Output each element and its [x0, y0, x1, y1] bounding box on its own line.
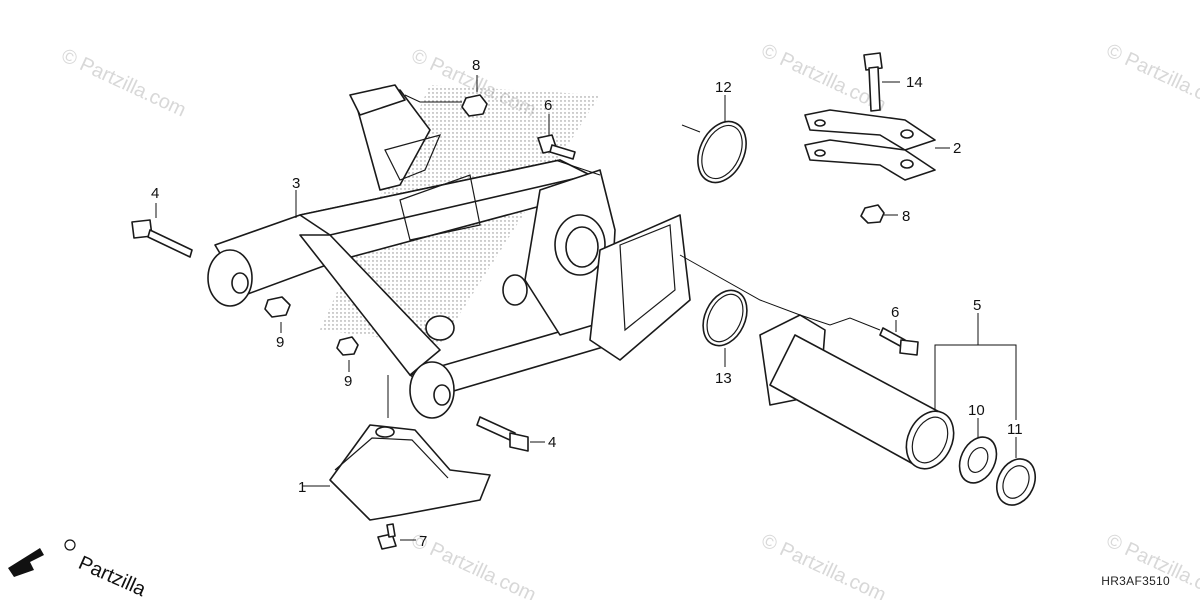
callout-13: 13	[715, 370, 732, 387]
callout-4: 4	[548, 434, 556, 451]
bolt-4-upper	[131, 219, 193, 258]
nut-8-right	[860, 204, 885, 224]
watermark-text: © Partzilla.com	[1103, 40, 1200, 117]
watermark-text: © Partzilla.com	[58, 45, 189, 122]
bracket-2	[804, 109, 936, 181]
leader-lines	[155, 75, 1017, 541]
callout-9: 9	[344, 373, 352, 390]
brand-arrow-icon	[8, 539, 76, 577]
callout-7: 7	[419, 533, 427, 550]
seal-11	[995, 458, 1037, 506]
bolt-4-lower	[476, 416, 529, 452]
skid-plate	[329, 424, 491, 521]
watermark-text: © Partzilla.com	[758, 530, 889, 600]
watermark-text: © Partzilla.com	[1103, 530, 1200, 600]
callout-4: 4	[151, 185, 159, 202]
diagram-code: HR3AF3510	[1101, 574, 1170, 588]
nut-8-upper	[461, 94, 488, 117]
callout-12: 12	[715, 79, 732, 96]
watermark-text: © Partzilla.com	[408, 530, 539, 600]
axle-housing-tube	[759, 314, 955, 470]
callout-10: 10	[968, 402, 985, 419]
callout-2: 2	[953, 140, 961, 157]
nut-9-upper	[264, 296, 291, 318]
callout-8: 8	[472, 57, 480, 74]
callout-6: 6	[891, 304, 899, 321]
bolt-14	[863, 52, 883, 112]
callout-3: 3	[292, 175, 300, 192]
bolt-6-upper	[537, 134, 576, 160]
nut-9-lower	[336, 336, 359, 356]
callout-1: 1	[298, 479, 306, 496]
callout-6: 6	[544, 97, 552, 114]
bolt-6-right	[879, 327, 919, 356]
callout-11: 11	[1007, 421, 1023, 438]
bolt-7	[377, 523, 397, 550]
bearing-10	[958, 436, 998, 484]
o-ring-13	[702, 289, 748, 347]
callout-14: 14	[906, 74, 923, 91]
callout-5: 5	[973, 297, 981, 314]
callout-9: 9	[276, 334, 284, 351]
callout-8: 8	[902, 208, 910, 225]
swingarm-assembly	[207, 84, 691, 419]
o-ring-12	[697, 120, 747, 184]
callouts: 1 2 3 4 4 5 6 6 7 8 8 9 9 10 11 12 13 14	[151, 57, 1023, 550]
